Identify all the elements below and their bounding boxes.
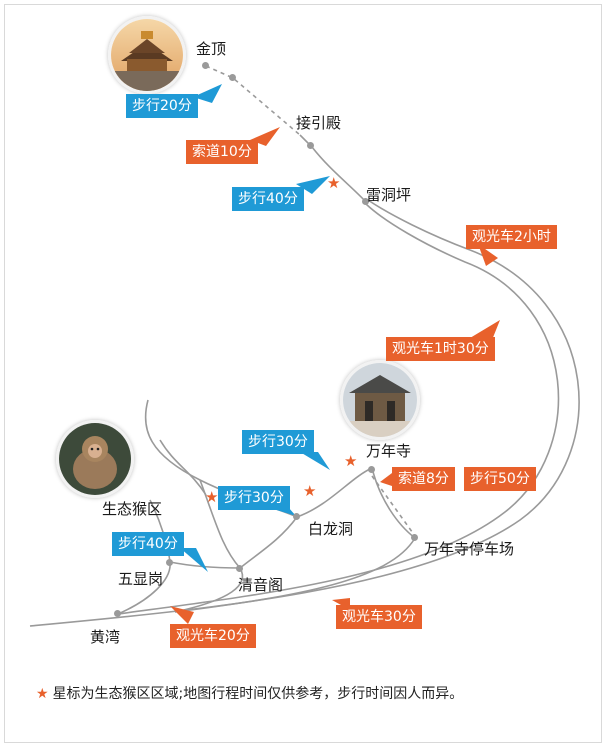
callout-bus-20: 观光车20分 [170, 624, 256, 648]
callout-bus-2h: 观光车2小时 [466, 225, 557, 249]
star-icon: ★ [327, 174, 341, 192]
pointer-walk-40-top [296, 176, 330, 194]
legend-note: ★星标为生态猴区区域;地图行程时间仅供参考，步行时间因人而异。 [36, 683, 463, 703]
walk-path-7 [174, 567, 244, 613]
golden-summit-photo [108, 16, 186, 94]
node-bailongdong [293, 513, 300, 520]
bus-road-line-b [117, 203, 560, 615]
callout-walk-30-mid: 步行30分 [218, 486, 290, 510]
star-icon: ★ [205, 488, 219, 506]
node-jieyindian [307, 142, 314, 149]
pointer-walk-40-low [180, 548, 208, 572]
callout-walk-40-top: 步行40分 [232, 187, 304, 211]
pointer-bus-1h30 [470, 320, 500, 340]
callout-walk-40-low: 步行40分 [112, 532, 184, 556]
monkey-photo [56, 420, 134, 498]
walk-path-2 [371, 467, 416, 539]
label-wuxiangang: 五显岗 [118, 570, 164, 588]
node-wanniansi-parking [411, 534, 418, 541]
label-wanniansi: 万年寺 [366, 442, 412, 460]
node-wuxiangang [166, 559, 173, 566]
map-frame [4, 4, 602, 743]
node-wanniansi [368, 466, 375, 473]
label-qingyinge: 清音阁 [238, 576, 284, 594]
pointer-walk-30-top [300, 452, 330, 470]
legend-note-text: 星标为生态猴区区域;地图行程时间仅供参考，步行时间因人而异。 [52, 686, 464, 702]
node-jinding [202, 62, 209, 69]
callout-cable-8: 索道8分 [392, 467, 455, 491]
label-jinding: 金顶 [196, 40, 227, 58]
callout-walk-20: 步行20分 [126, 94, 198, 118]
label-shengtai: 生态猴区 [102, 500, 163, 518]
star-icon: ★ [303, 482, 317, 500]
callout-cable-10: 索道10分 [186, 140, 258, 164]
pointer-walk-20 [193, 84, 222, 103]
callout-bus-30: 观光车30分 [336, 605, 422, 629]
node-huangwan [114, 610, 121, 617]
label-huangwan: 黄湾 [90, 628, 121, 646]
pointer-bus-20 [170, 606, 194, 624]
parking-road [174, 537, 416, 613]
star-icon: ★ [344, 452, 358, 470]
label-bailongdong: 白龙洞 [308, 520, 354, 538]
callout-bus-1h30: 观光车1时30分 [386, 337, 495, 361]
node-leidongping [362, 198, 369, 205]
label-jieyindian: 接引殿 [296, 114, 342, 132]
pointer-bus-2h [478, 244, 498, 266]
label-leidongping: 雷洞坪 [366, 186, 412, 204]
summit-dashed-path [205, 65, 301, 136]
wannian-temple-photo [340, 360, 420, 440]
walk-path-6 [159, 439, 207, 496]
callout-walk-30-top: 步行30分 [242, 430, 314, 454]
node-jinding-b [229, 74, 236, 81]
node-qingyinge [236, 565, 243, 572]
star-icon: ★ [36, 686, 49, 702]
callout-walk-50: 步行50分 [464, 467, 536, 491]
bus-road-line-a [29, 199, 580, 627]
label-wanniansi-parking: 万年寺停车场 [424, 540, 515, 558]
